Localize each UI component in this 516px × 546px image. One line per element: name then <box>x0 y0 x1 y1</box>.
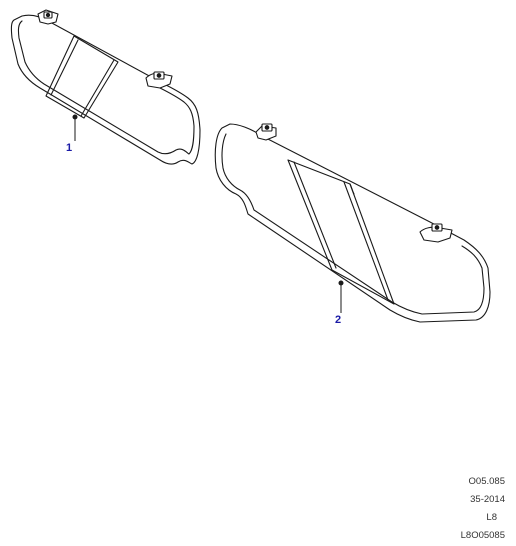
drawing-number: L8O05085 <box>460 530 505 541</box>
callout-2-label: 2 <box>335 314 342 326</box>
callout-1-label: 1 <box>66 142 73 154</box>
model-code: L8 <box>486 512 497 523</box>
mounting-clip-icon <box>419 223 453 243</box>
drawing-reference-block: O05.085 35-2014 L8 L8O05085 <box>385 473 505 545</box>
mounting-clip-icon <box>37 9 59 25</box>
sun-visor-right <box>214 123 491 323</box>
leader-line <box>338 280 344 313</box>
section-code: 35-2014 <box>470 494 505 505</box>
illustration-code: O05.085 <box>468 476 505 487</box>
mounting-clip-icon <box>255 123 277 141</box>
sun-visor-left <box>10 14 201 165</box>
leader-line <box>72 114 78 141</box>
mounting-clip-icon <box>145 71 173 89</box>
